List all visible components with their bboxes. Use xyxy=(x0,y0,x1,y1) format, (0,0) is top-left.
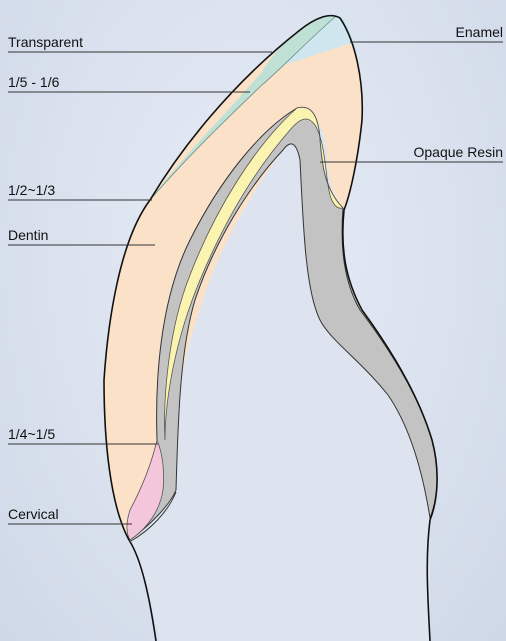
label-opaque-resin: Opaque Resin xyxy=(413,144,503,160)
label-one-fifth-sixth: 1/5 - 1/6 xyxy=(8,74,60,90)
label-enamel: Enamel xyxy=(456,24,503,40)
label-transparent: Transparent xyxy=(8,34,83,50)
label-dentin: Dentin xyxy=(8,227,48,243)
label-one-half-third: 1/2~1/3 xyxy=(8,182,55,198)
label-one-quarter-fifth: 1/4~1/5 xyxy=(8,426,55,442)
label-cervical: Cervical xyxy=(8,506,59,522)
